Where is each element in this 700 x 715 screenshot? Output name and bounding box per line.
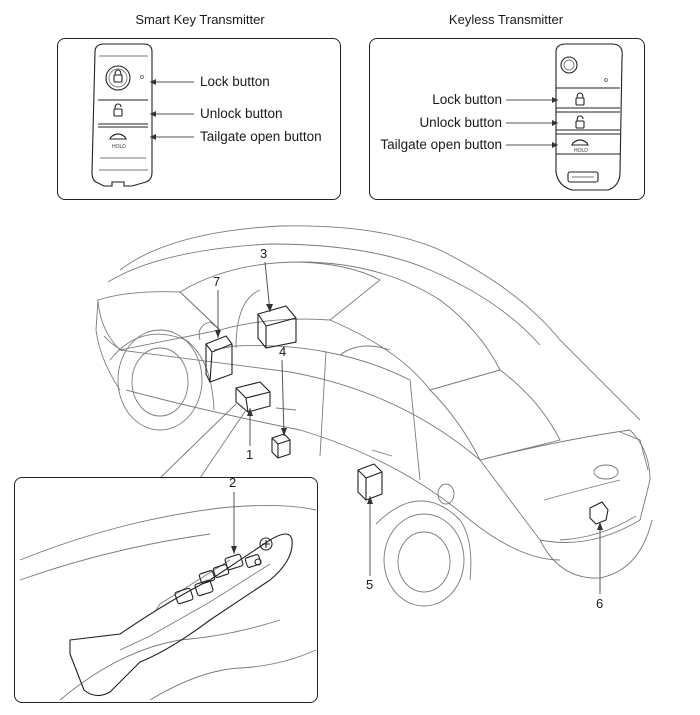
callout-4: 4 <box>279 344 287 359</box>
callout-3: 3 <box>260 246 268 261</box>
svg-text:HOLD: HOLD <box>112 144 126 150</box>
smart-key-panel <box>57 38 341 200</box>
keyless-tailgate-label: Tailgate open button <box>380 137 502 152</box>
callout-7: 7 <box>213 274 221 289</box>
smart-key-title: Smart Key Transmitter <box>135 12 265 27</box>
callout-1: 1 <box>246 447 254 462</box>
keyless-panel <box>369 38 645 200</box>
callout-6: 6 <box>596 596 604 611</box>
svg-text:HOLD: HOLD <box>574 148 588 154</box>
keyless-unlock-label: Unlock button <box>419 115 502 130</box>
smart-key-tailgate-label: Tailgate open button <box>200 129 322 144</box>
smart-key-lock-label: Lock button <box>200 74 270 89</box>
keyless-lock-label: Lock button <box>432 92 502 107</box>
callout-5: 5 <box>366 577 374 592</box>
keyless-title: Keyless Transmitter <box>448 12 564 27</box>
callout-2: 2 <box>229 475 237 490</box>
smart-key-unlock-label: Unlock button <box>200 106 283 121</box>
